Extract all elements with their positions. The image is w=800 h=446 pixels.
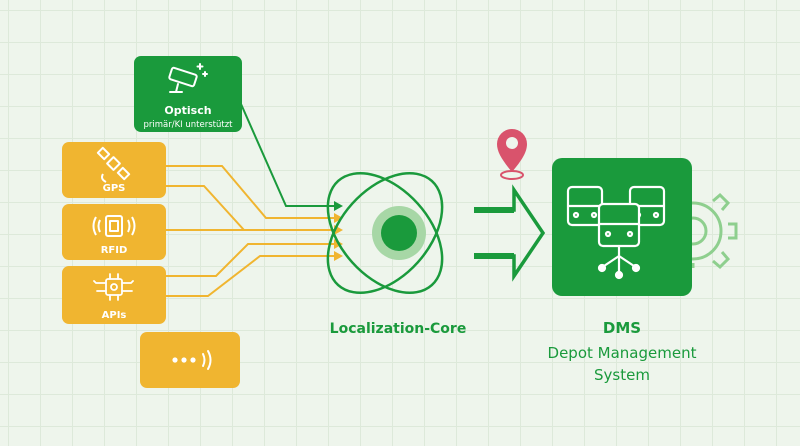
rfid-label: RFID bbox=[101, 245, 128, 256]
source-box-apis: APIs bbox=[62, 266, 166, 324]
core-label: Localization-Core bbox=[330, 321, 467, 337]
optical-label: Optisch bbox=[164, 104, 211, 117]
dms-box bbox=[552, 158, 692, 296]
source-box-optical: Optisch primär/KI unterstützt bbox=[134, 56, 242, 132]
dms-subtitle-line1: Depot Management bbox=[548, 344, 697, 362]
optical-connector bbox=[240, 103, 343, 211]
more-signal-icon bbox=[172, 350, 212, 370]
location-pin-icon bbox=[497, 129, 527, 180]
rfid-chip-icon bbox=[92, 215, 136, 237]
dms-subtitle-line2: System bbox=[594, 366, 650, 384]
double-arrow bbox=[474, 184, 546, 282]
dms-title: DMS bbox=[603, 319, 641, 337]
source-box-rfid: RFID bbox=[62, 204, 166, 260]
source-box-more bbox=[140, 332, 240, 388]
circuit-chip-icon bbox=[93, 273, 134, 301]
security-camera-icon bbox=[168, 63, 208, 93]
apis-label: APIs bbox=[102, 310, 127, 321]
atom-icon bbox=[326, 171, 444, 295]
amber-connectors bbox=[164, 165, 334, 297]
source-box-gps: GPS bbox=[62, 142, 166, 198]
optical-sublabel: primär/KI unterstützt bbox=[144, 120, 234, 130]
gps-label: GPS bbox=[103, 183, 126, 194]
buses-network-icon bbox=[566, 185, 666, 280]
satellite-icon bbox=[96, 146, 131, 183]
arrow-shafts bbox=[474, 207, 514, 259]
